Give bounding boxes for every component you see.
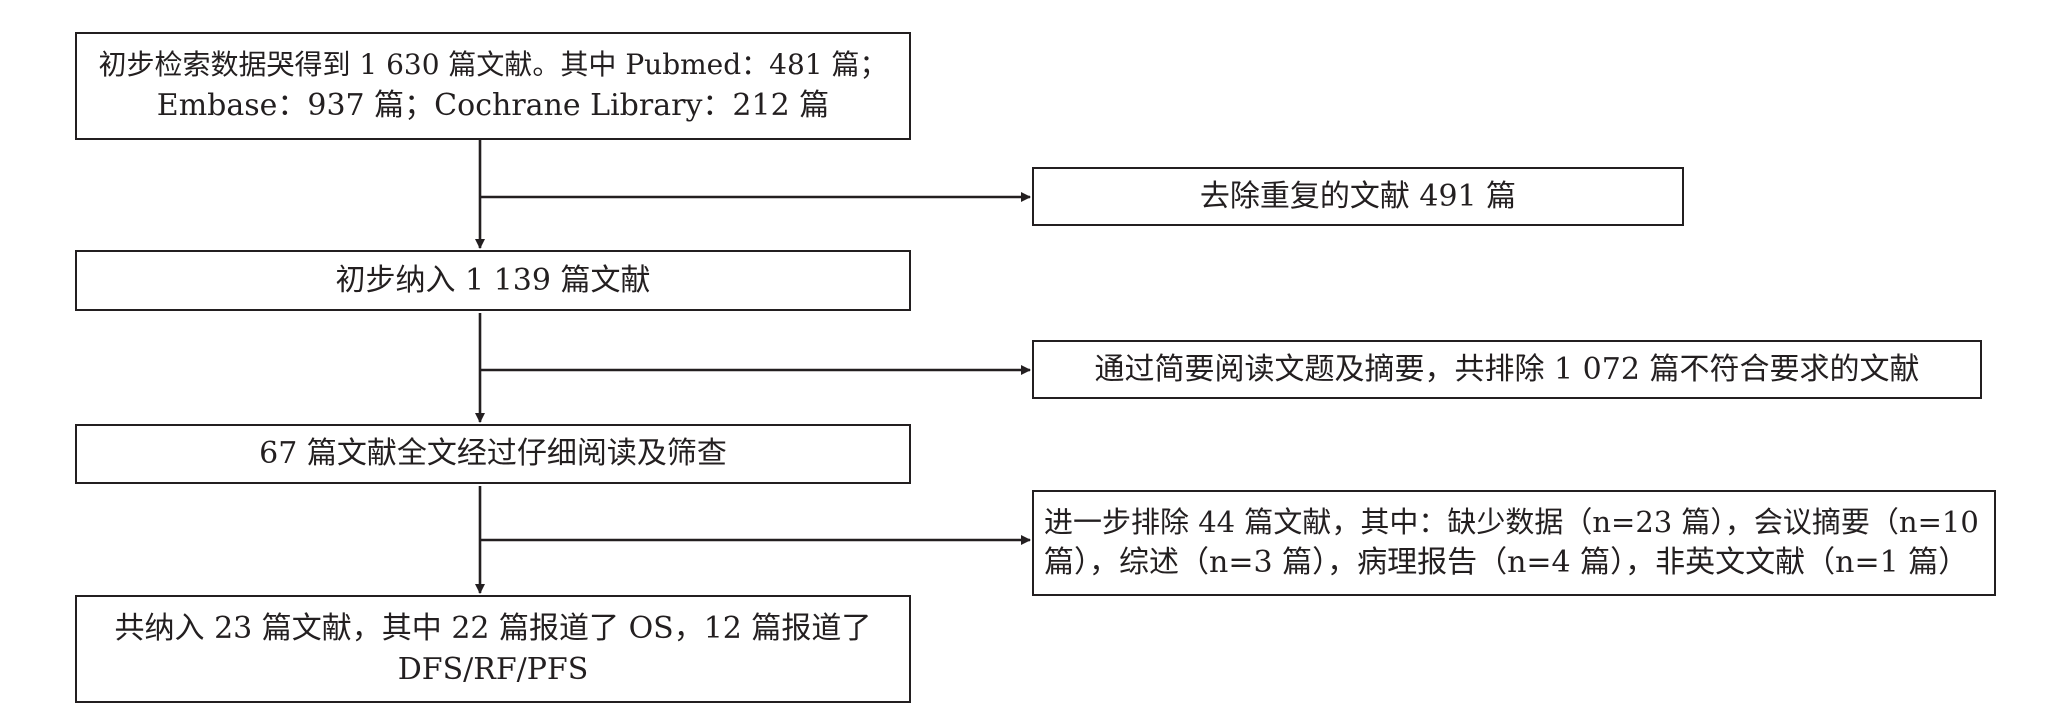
full-text-excluded-line-1: 进一步排除 44 篇文献，其中：缺少数据（n=23 篇），会议摘要（n=10 xyxy=(1044,505,1979,540)
duplicates-removed-text: 去除重复的文献 491 篇 xyxy=(1199,178,1517,214)
initial-included-box: 初步纳入 1 139 篇文献 xyxy=(75,250,911,311)
initial-included-text: 初步纳入 1 139 篇文献 xyxy=(335,262,651,298)
records-identified-box: 初步检索数据哭得到 1 630 篇文献。其中 Pubmed：481 篇； Emb… xyxy=(75,32,911,140)
studies-included-box: 共纳入 23 篇文献，其中 22 篇报道了 OS，12 篇报道了 DFS/RF/… xyxy=(75,595,911,703)
full-text-screened-text: 67 篇文献全文经过仔细阅读及筛查 xyxy=(259,436,727,472)
full-text-excluded-box: 进一步排除 44 篇文献，其中：缺少数据（n=23 篇），会议摘要（n=10 篇… xyxy=(1032,490,1996,596)
title-abstract-excluded-text: 通过简要阅读文题及摘要，共排除 1 072 篇不符合要求的文献 xyxy=(1094,351,1920,387)
records-identified-line-1: 初步检索数据哭得到 1 630 篇文献。其中 Pubmed：481 篇； xyxy=(98,47,888,81)
studies-included-line-2: DFS/RF/PFS xyxy=(397,652,589,687)
title-abstract-excluded-box: 通过简要阅读文题及摘要，共排除 1 072 篇不符合要求的文献 xyxy=(1032,340,1982,399)
records-identified-line-2: Embase：937 篇；Cochrane Library：212 篇 xyxy=(156,87,830,123)
duplicates-removed-box: 去除重复的文献 491 篇 xyxy=(1032,167,1684,226)
full-text-screened-box: 67 篇文献全文经过仔细阅读及筛查 xyxy=(75,424,911,484)
studies-included-line-1: 共纳入 23 篇文献，其中 22 篇报道了 OS，12 篇报道了 xyxy=(114,610,872,646)
full-text-excluded-line-2: 篇），综述（n=3 篇），病理报告（n=4 篇），非英文文献（n=1 篇） xyxy=(1044,545,1969,581)
